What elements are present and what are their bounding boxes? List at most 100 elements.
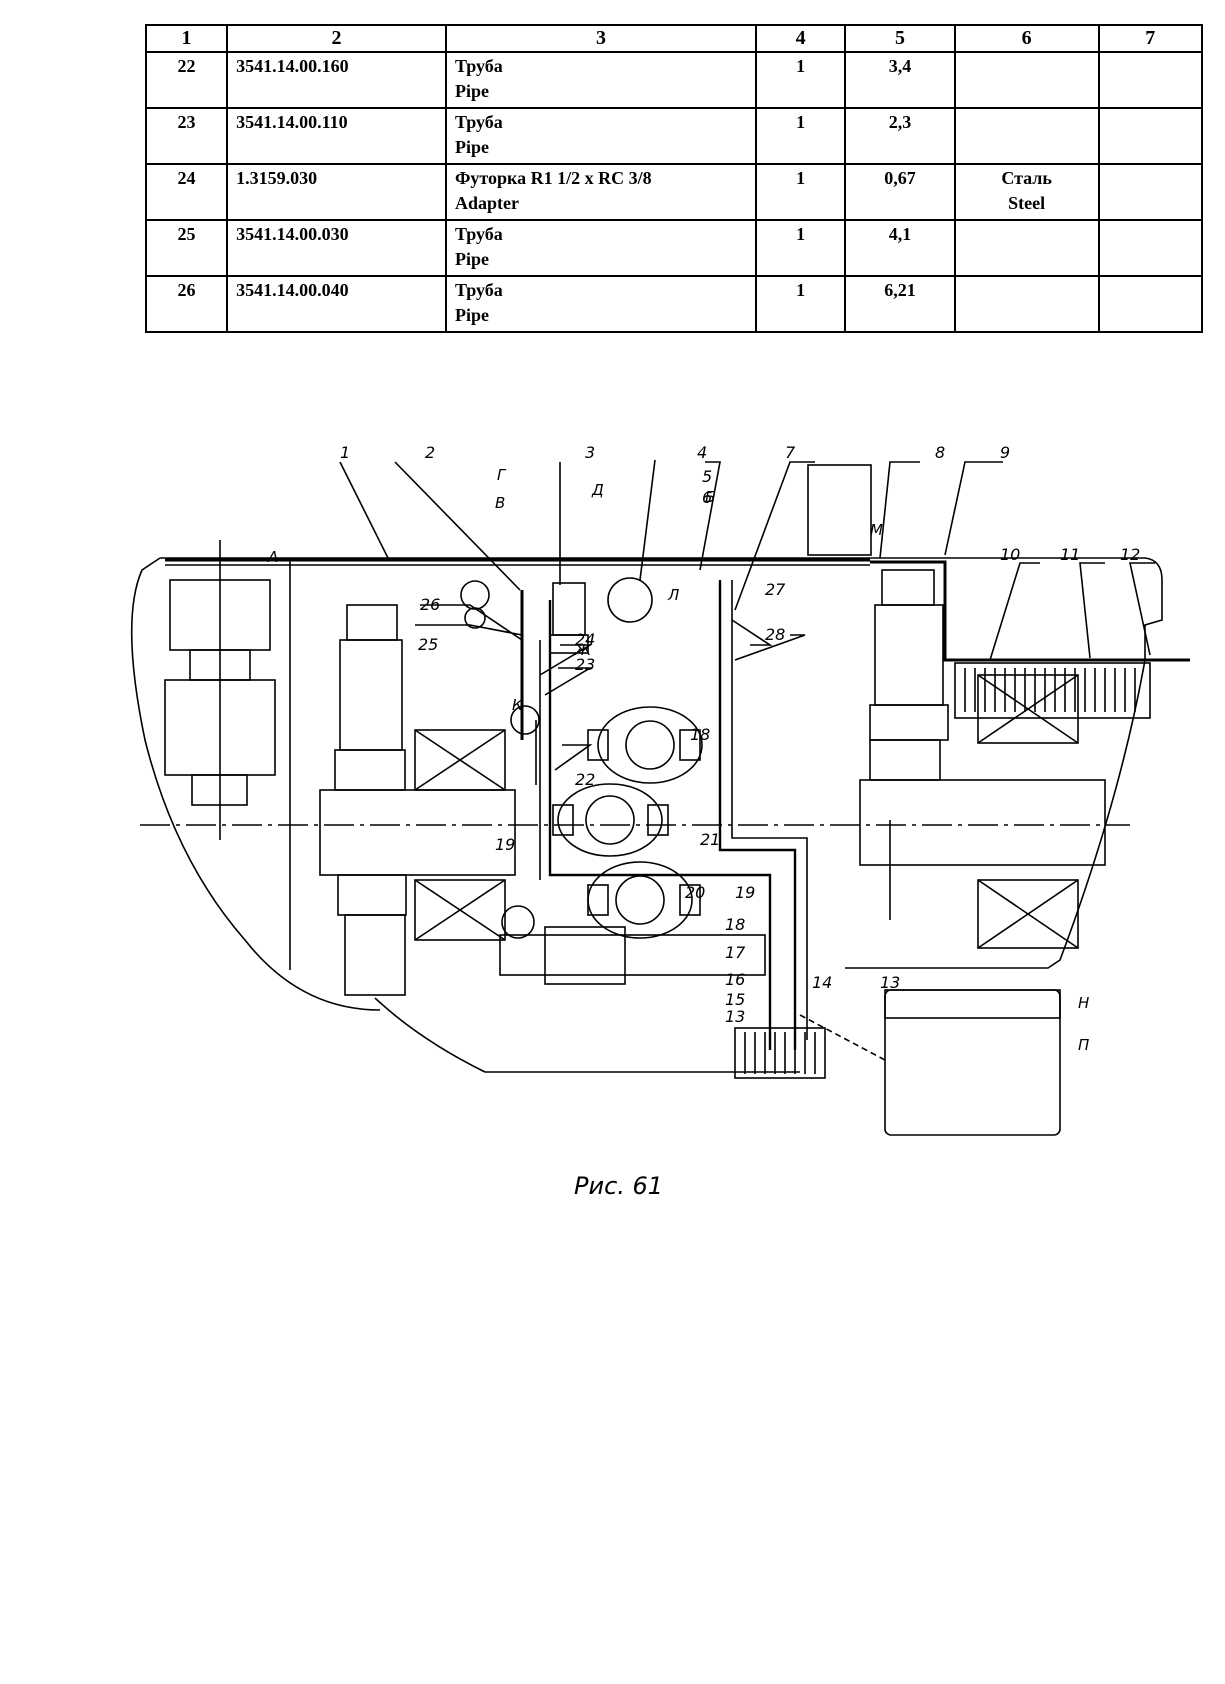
section-mark-m: М [870, 521, 883, 539]
header-cell: 1 [144, 24, 229, 53]
callout-8: 8 [935, 443, 945, 462]
callout-26: 26 [420, 595, 440, 614]
box-upper [414, 729, 506, 791]
cell-line-ru: 25 [177, 224, 196, 244]
table-cell: 1 [755, 163, 847, 221]
right-box-2 [977, 879, 1079, 949]
callout-11: 11 [1060, 545, 1080, 564]
callout-22: 22 [575, 770, 595, 789]
table-cell: 1 [755, 51, 847, 109]
cell-line-ru: Труба [454, 280, 503, 300]
cell-line-en: Steel [1008, 193, 1046, 213]
lower-block [499, 934, 766, 976]
bearing-1 [597, 706, 703, 784]
callout-1: 1 [340, 443, 350, 462]
callout-10: 10 [1000, 545, 1020, 564]
callout-13b: 13 [880, 973, 900, 992]
right-motor-body [874, 604, 944, 706]
cell-line-ru: 1.3159.030 [236, 168, 318, 188]
callout-7: 7 [785, 443, 796, 462]
callout-17: 17 [725, 943, 746, 962]
cell-line-ru: 1 [796, 56, 806, 76]
table-cell [953, 219, 1100, 277]
header-cell: 3 [444, 24, 758, 53]
callout-14: 14 [812, 973, 832, 992]
callout-24: 24 [575, 630, 595, 649]
cell-line-ru: 22 [177, 56, 196, 76]
callout-2: 2 [425, 443, 435, 462]
callout-12: 12 [1120, 545, 1140, 564]
box-lower [414, 879, 506, 941]
table-cell: 3541.14.00.040 [226, 275, 447, 333]
callout-23: 23 [575, 655, 595, 674]
cell-line-ru: 3541.14.00.160 [236, 56, 349, 76]
cell-line-ru: 2,3 [888, 112, 912, 132]
callout-25: 25 [418, 635, 438, 654]
right-gearbox [859, 779, 1106, 866]
table-cell: 6,21 [844, 275, 956, 333]
table-cell: 1.3159.030 [226, 163, 447, 221]
right-tank [807, 464, 872, 556]
cell-line-ru: Труба [454, 56, 503, 76]
callout-3: 3 [585, 443, 595, 462]
callout-16: 16 [725, 970, 745, 989]
cell-line-ru: 1 [796, 168, 806, 188]
cell-line-ru: 3541.14.00.040 [236, 280, 349, 300]
table-cell: 25 [144, 219, 229, 277]
header-cell: 2 [226, 24, 447, 53]
cell-line-ru: 3541.14.00.110 [236, 112, 348, 132]
callout-19b: 19 [735, 883, 755, 902]
callout-28: 28 [765, 625, 785, 644]
pipe-28 [718, 580, 797, 1050]
table-cell: 3541.14.00.160 [226, 51, 447, 109]
callout-4: 4 [697, 443, 707, 462]
callout-21: 21 [700, 830, 720, 849]
cell-line-ru: 26 [177, 280, 196, 300]
callout-9: 9 [1000, 443, 1010, 462]
cell-line-ru: 1 [796, 224, 806, 244]
table-cell [1097, 163, 1204, 221]
table-cell: 23 [144, 107, 229, 165]
section-mark-p: П [1078, 1036, 1089, 1054]
table-cell [953, 51, 1100, 109]
cell-line-ru: 0,67 [884, 168, 916, 188]
cell-line-en: Adapter [454, 193, 519, 213]
table-cell [1097, 219, 1204, 277]
table-cell [953, 275, 1100, 333]
section-mark-d: Д [591, 481, 604, 499]
gearbox [319, 789, 516, 876]
header-cell: 4 [755, 24, 847, 53]
frame-outline [130, 557, 1163, 1011]
lower-filter [734, 1027, 826, 1079]
table-cell: 4,1 [844, 219, 956, 277]
callout-15: 15 [725, 990, 745, 1009]
table-cell: 26 [144, 275, 229, 333]
table-cell: 3,4 [844, 51, 956, 109]
pump-lower [344, 914, 406, 996]
cell-line-ru: 3,4 [888, 56, 912, 76]
cell-line-ru: 23 [177, 112, 196, 132]
cell-line-ru: Футорка R1 1/2 x RC 3/8 [454, 168, 652, 188]
figure-caption: Рис. 61 [574, 1172, 664, 1200]
section-mark-g: Г [497, 466, 507, 484]
table-cell: 24 [144, 163, 229, 221]
section-mark-l: Л [667, 586, 679, 604]
section-mark-a: А [267, 548, 278, 566]
pump-flange [334, 749, 406, 791]
table-cell: 1 [755, 107, 847, 165]
table-cell: 1 [755, 275, 847, 333]
header-cell: 5 [844, 24, 956, 53]
cell-line-ru: 1 [796, 112, 806, 132]
cell-line-ru: Труба [454, 112, 503, 132]
table-cell: 22 [144, 51, 229, 109]
bearing-2 [557, 783, 663, 857]
pipe-19 [548, 600, 772, 1050]
